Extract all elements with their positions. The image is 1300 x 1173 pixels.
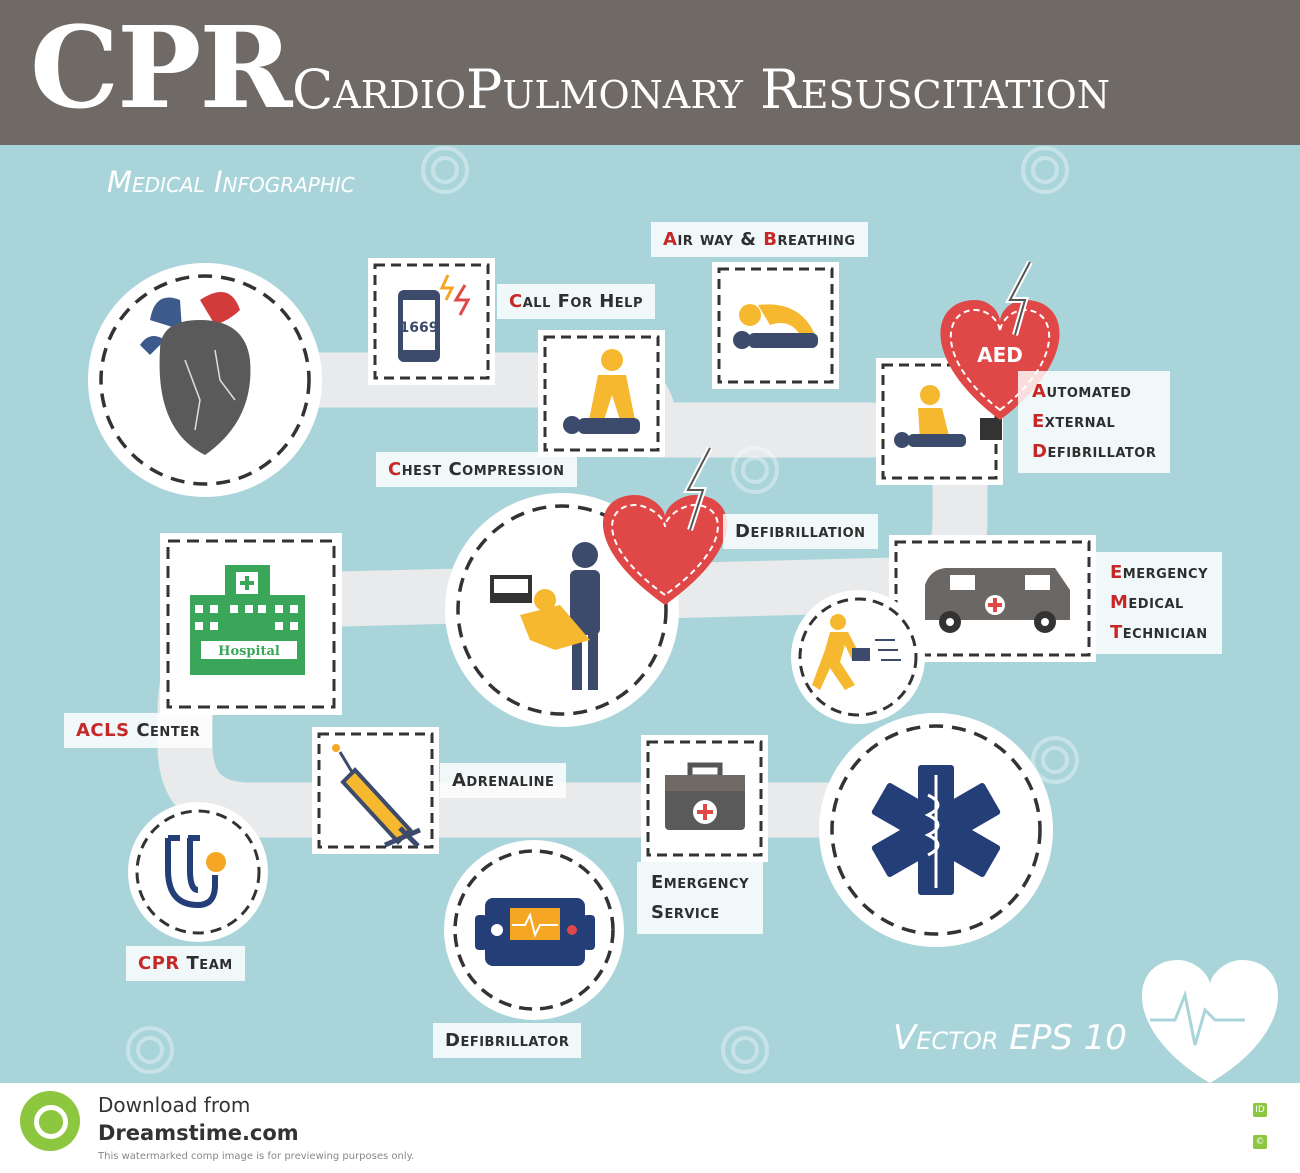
copyright-badge[interactable]: ©: [1253, 1135, 1267, 1149]
label-defibrillation: Defibrillation: [723, 514, 878, 549]
label-emt: Emergency Medical Technician: [1096, 552, 1223, 654]
phone-icon: 1669: [398, 290, 440, 362]
phone-number: 1669: [400, 320, 439, 336]
anatomical-heart-node: [88, 263, 322, 497]
aed-node: AED: [876, 260, 1060, 485]
watermark-footer: Download from Dreamstime.com This waterm…: [0, 1083, 1300, 1173]
label-airway-breathing: Air way & Breathing: [651, 222, 868, 257]
ambulance-node: [889, 535, 1096, 662]
diagram-canvas: 1669: [88, 146, 1279, 1083]
call-for-help-node: 1669: [368, 258, 495, 385]
hospital-sign: Hospital: [218, 644, 280, 659]
defibrillator-icon: [475, 898, 595, 966]
label-acls-center: ACLS Center: [64, 713, 213, 748]
emergency-service-node: [641, 735, 768, 862]
ambulance-icon: [925, 568, 1070, 633]
vector-eps-tag: Vector EPS 10: [893, 1018, 1127, 1058]
cpr-team-node: [128, 802, 268, 942]
first-aid-kit-icon: [665, 762, 745, 830]
star-of-life-icon: [871, 765, 1001, 895]
label-call-for-help: Call For Help: [497, 284, 655, 319]
chest-compression-icon: [563, 349, 640, 434]
dreamstime-logo-icon: [20, 1091, 80, 1151]
emt-runner-node: [791, 590, 925, 724]
label-adrenaline: Adrenaline: [440, 763, 567, 798]
label-aed: Automated External Defibrillator: [1018, 371, 1171, 473]
label-cpr-team: CPR Team: [126, 946, 245, 981]
defibrillation-node: [445, 446, 728, 727]
label-emergency-service: Emergency Service: [637, 862, 764, 934]
signal-spark-icon: [453, 284, 471, 316]
defibrillation-heart-icon: [602, 495, 728, 605]
syringe-icon: [332, 744, 421, 848]
hospital-node: Hospital: [160, 533, 342, 715]
aed-use-icon: [894, 385, 1002, 448]
rescue-breath-icon: [733, 304, 818, 349]
label-chest-compression: Chest Compression: [376, 452, 577, 487]
defibrillation-rescuer-icon: [490, 542, 600, 690]
id-badge[interactable]: ID: [1253, 1103, 1267, 1117]
stethoscope-icon: [165, 835, 226, 909]
header-banner: CPR CardioPulmonary Resuscitation: [0, 0, 1300, 145]
running-emt-icon: [812, 614, 901, 690]
brand-link[interactable]: Dreamstime.com: [98, 1121, 299, 1145]
watermark-note: This watermarked comp image is for previ…: [98, 1151, 415, 1162]
title-abbr: CPR: [30, 3, 292, 134]
defibrillator-node: [444, 840, 624, 1020]
hospital-icon: Hospital: [190, 565, 305, 675]
chest-compression-node: [538, 330, 665, 457]
subtitle: Medical Infographic: [107, 165, 355, 199]
star-of-life-node: [819, 713, 1053, 947]
title-full: CardioPulmonary Resuscitation: [292, 58, 1111, 121]
aed-badge: AED: [977, 343, 1023, 367]
download-text: Download from: [98, 1093, 251, 1117]
adrenaline-node: [312, 727, 439, 854]
watermark-icons: [126, 146, 1079, 1074]
signal-spark-icon: [439, 274, 455, 301]
airway-breathing-node: [712, 262, 839, 389]
label-initial: Chest Compression: [388, 459, 565, 480]
anatomical-heart-icon: [140, 292, 251, 455]
label-defibrillator: Defibrillator: [433, 1023, 582, 1058]
heartbeat-heart-icon: [1141, 960, 1279, 1083]
